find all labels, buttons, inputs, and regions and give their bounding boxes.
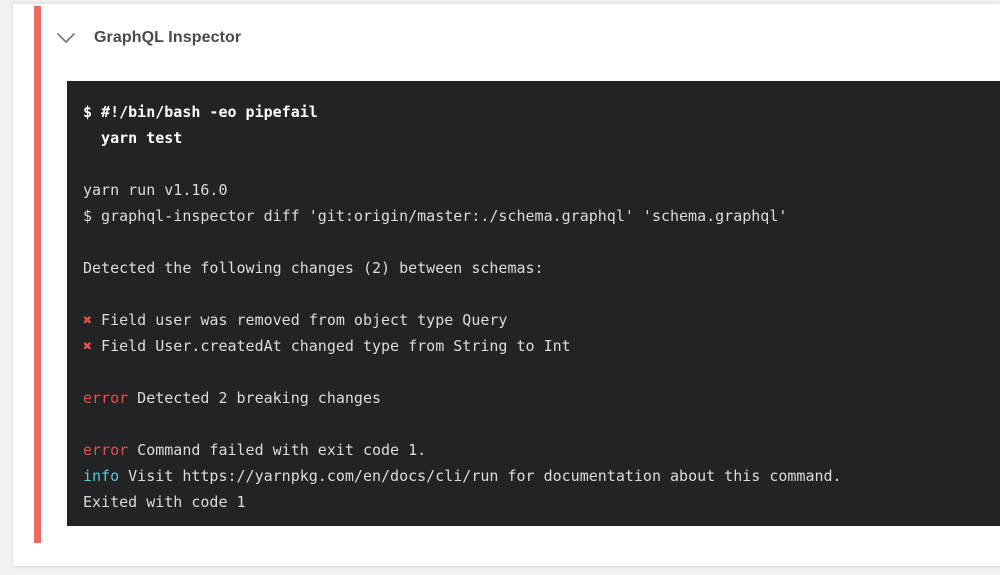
- console-line: info Visit https://yarnpkg.com/en/docs/c…: [83, 463, 1000, 489]
- log-level-info: info: [83, 467, 120, 485]
- console-line: error Detected 2 breaking changes: [83, 385, 1000, 411]
- job-status-accent-bar: [34, 6, 41, 543]
- console-line: $ graphql-inspector diff 'git:origin/mas…: [83, 203, 1000, 229]
- console-line: [83, 151, 1000, 177]
- chevron-down-icon[interactable]: [53, 25, 79, 51]
- console-line: ✖ Field User.createdAt changed type from…: [83, 333, 1000, 359]
- log-level-error: error: [83, 389, 129, 407]
- console-output-text: Detected the following changes (2) betwe…: [83, 259, 544, 277]
- breaking-change-text: Field user was removed from object type …: [92, 311, 508, 329]
- console-line: $ #!/bin/bash -eo pipefail: [83, 99, 1000, 125]
- console-output-text: yarn run v1.16.0: [83, 181, 228, 199]
- console-line: Exited with code 1: [83, 489, 1000, 515]
- console-line: [83, 411, 1000, 437]
- breaking-change-cross-icon: ✖: [83, 337, 93, 355]
- log-level-error: error: [83, 441, 129, 459]
- console-line: [83, 281, 1000, 307]
- step-title: GraphQL Inspector: [94, 29, 242, 46]
- console-line: error Command failed with exit code 1.: [83, 437, 1000, 463]
- console-line: [83, 359, 1000, 385]
- console-line: yarn run v1.16.0: [83, 177, 1000, 203]
- console-line: Detected the following changes (2) betwe…: [83, 255, 1000, 281]
- console-line: [83, 229, 1000, 255]
- console-output-text: Exited with code 1: [83, 493, 246, 511]
- console-line: ✖ Field user was removed from object typ…: [83, 307, 1000, 333]
- console-output-text: $ graphql-inspector diff 'git:origin/mas…: [83, 207, 788, 225]
- breaking-change-cross-icon: ✖: [83, 311, 93, 329]
- job-step-card: GraphQL Inspector $ #!/bin/bash -eo pipe…: [13, 3, 1000, 566]
- log-message-text: Detected 2 breaking changes: [128, 389, 382, 407]
- console-command-text: yarn test: [83, 129, 183, 147]
- console-line: yarn test: [83, 125, 1000, 151]
- breaking-change-text: Field User.createdAt changed type from S…: [92, 337, 571, 355]
- log-message-text: Command failed with exit code 1.: [128, 441, 427, 459]
- console-output[interactable]: $ #!/bin/bash -eo pipefail yarn test yar…: [67, 81, 1000, 526]
- step-header[interactable]: GraphQL Inspector: [53, 18, 241, 58]
- console-command-text: $ #!/bin/bash -eo pipefail: [83, 103, 318, 121]
- console-lines: $ #!/bin/bash -eo pipefail yarn test yar…: [83, 99, 1000, 515]
- log-message-text: Visit https://yarnpkg.com/en/docs/cli/ru…: [119, 467, 842, 485]
